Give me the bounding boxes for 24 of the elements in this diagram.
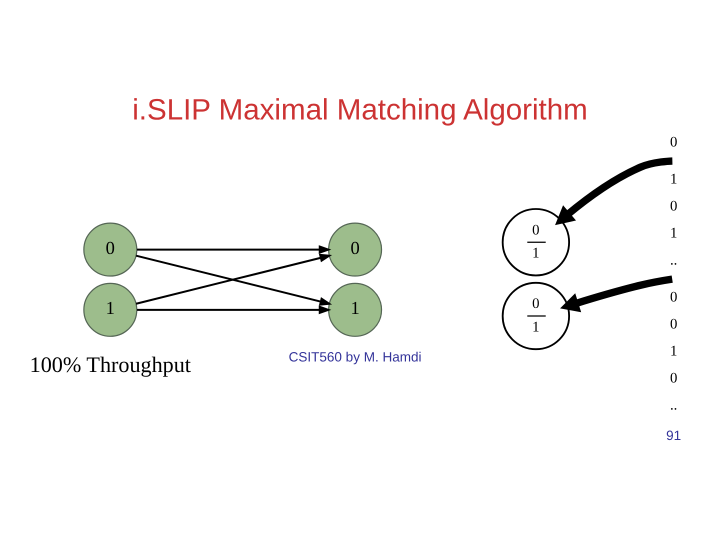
arrow — [137, 244, 332, 254]
label: 91 — [666, 427, 682, 442]
arrow — [560, 275, 673, 312]
label: 0 — [670, 316, 678, 332]
node-circle: 0 1 — [502, 281, 570, 350]
label: 1 — [670, 170, 678, 187]
label: 1 — [670, 224, 678, 241]
node-circle: 1 — [328, 282, 382, 336]
label: 0 — [670, 288, 678, 305]
arrow — [137, 304, 332, 314]
node-circle: 0 — [328, 222, 382, 276]
node-circle: 0 — [83, 222, 138, 276]
node-circle: 1 — [83, 282, 138, 336]
label: .. — [670, 252, 678, 268]
label: 0 — [670, 370, 678, 386]
arrow — [555, 156, 673, 225]
diagram-title: i.SLIP Maximal Matching Algorithm — [132, 92, 588, 126]
node-circle: 0 1 — [502, 208, 570, 276]
label: .. — [670, 397, 678, 414]
label: 0 — [670, 134, 678, 150]
label: 100% Throughput — [30, 351, 191, 376]
label: CSIT560 by M. Hamdi — [288, 348, 422, 364]
label: 1 — [670, 342, 678, 359]
label: 0 — [670, 198, 678, 214]
